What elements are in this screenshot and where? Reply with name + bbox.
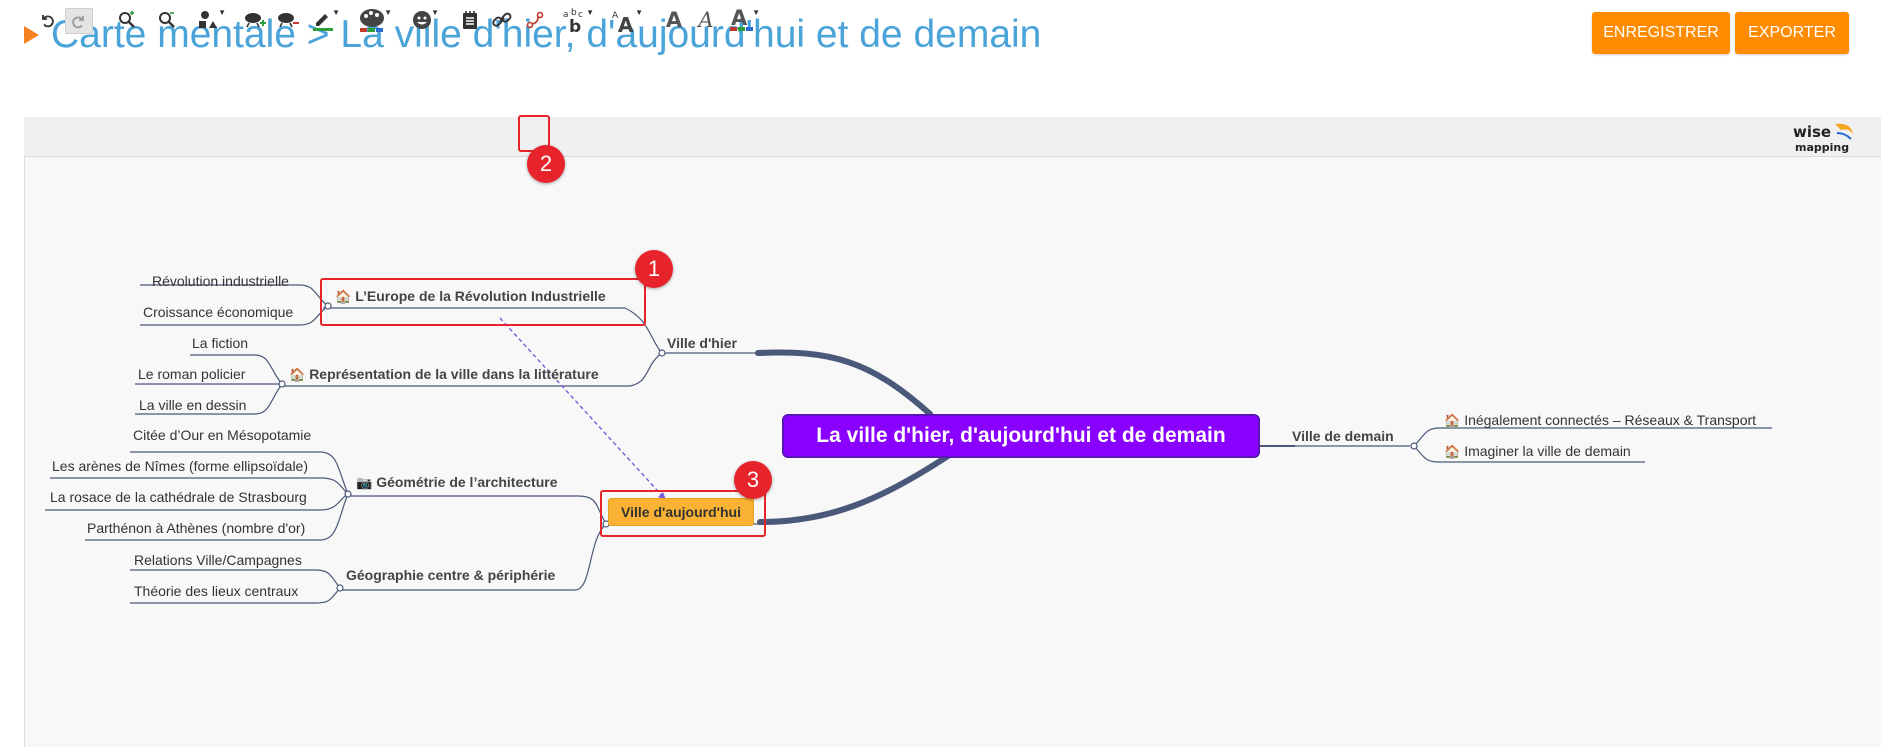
svg-text:b: b [569, 17, 581, 32]
topic-inegalement-connectes[interactable]: 🏠Inégalement connectés – Réseaux & Trans… [1444, 412, 1756, 429]
topic-ville-hier[interactable]: Ville d'hier [667, 335, 737, 351]
topic-ville-dessin[interactable]: La ville en dessin [139, 397, 247, 413]
marker-2: 2 [527, 145, 565, 183]
topic-la-fiction[interactable]: La fiction [192, 335, 249, 351]
note-icon[interactable] [459, 8, 481, 32]
topic-relations-ville-campagnes[interactable]: Relations Ville/Campagnes [134, 552, 302, 568]
house-icon: 🏠 [335, 289, 352, 304]
house-icon: 🏠 [289, 367, 306, 382]
italic-icon[interactable]: A [696, 8, 716, 32]
svg-text:c: c [578, 10, 583, 20]
zoom-in-icon[interactable] [116, 8, 138, 32]
topic-ville-aujourdhui[interactable]: Ville d'aujourd'hui [608, 498, 754, 526]
delete-topic-icon[interactable] [276, 8, 300, 32]
save-button[interactable]: ENREGISTRER [1592, 12, 1730, 54]
wisemapping-logo: wise mapping [1793, 123, 1853, 154]
svg-text:a: a [563, 10, 569, 20]
photo-icon: 📷 [356, 475, 373, 490]
topic-revolution-industrielle[interactable]: Révolution industrielle [152, 273, 289, 289]
topic-imaginer-label: Imaginer la ville de demain [1464, 443, 1631, 459]
bold-icon-label: A [665, 8, 683, 32]
topic-parthenon-athenes[interactable]: Parthénon à Athènes (nombre d'or) [87, 520, 306, 536]
svg-text:A: A [618, 13, 634, 32]
undo-icon[interactable] [36, 8, 58, 32]
logo-text-2: mapping [1795, 141, 1849, 154]
topic-roman-policier[interactable]: Le roman policier [138, 366, 246, 382]
central-topic[interactable]: La ville d'hier, d'aujourd'hui et de dem… [782, 414, 1260, 458]
background-color-icon[interactable]: ▼ [358, 8, 392, 32]
page-title-text: Carte mentale > La ville d'hier, d'aujou… [51, 13, 1042, 56]
highlight-europe-topic [320, 278, 646, 326]
topic-geographie-centre[interactable]: Géographie centre & périphérie [346, 567, 556, 583]
topic-geometrie-label: Géométrie de l’architecture [376, 474, 558, 490]
highlight-ville-aujourdhui [600, 490, 766, 537]
topic-arenes-nimes[interactable]: Les arènes de Nîmes (forme ellipsoïdale) [52, 458, 309, 474]
marker-3: 3 [734, 461, 772, 499]
bold-icon[interactable]: A [664, 8, 684, 32]
font-color-icon[interactable]: A ▼ [730, 7, 760, 31]
topic-europe-revolution[interactable]: 🏠L’Europe de la Révolution Industrielle [335, 288, 606, 305]
house-icon: 🏠 [1444, 444, 1461, 459]
svg-text:A: A [731, 7, 748, 30]
topic-geometrie-architecture[interactable]: 📷Géométrie de l’architecture [356, 474, 557, 491]
topic-representation-litterature[interactable]: 🏠Représentation de la ville dans la litt… [289, 366, 599, 383]
italic-icon-label: A [698, 8, 714, 32]
svg-text:b: b [571, 8, 577, 18]
topic-imaginer-ville-demain[interactable]: 🏠Imaginer la ville de demain [1444, 443, 1631, 460]
export-button[interactable]: EXPORTER [1735, 12, 1849, 54]
shape-icon[interactable]: ▼ [196, 8, 226, 32]
marker-1: 1 [635, 250, 673, 288]
relationship-icon[interactable] [524, 8, 546, 32]
link-icon[interactable] [491, 8, 513, 32]
toolbar [24, 117, 1881, 157]
title-arrow-icon [24, 26, 39, 44]
topic-croissance-economique[interactable]: Croissance économique [143, 304, 294, 320]
house-icon: 🏠 [1444, 413, 1461, 428]
topic-europe-label: L’Europe de la Révolution Industrielle [355, 288, 606, 304]
topic-inegalement-label: Inégalement connectés – Réseaux & Transp… [1464, 412, 1757, 428]
emoji-icon[interactable]: ▼ [409, 8, 439, 32]
page-title: Carte mentale > La ville d'hier, d'aujou… [24, 10, 1041, 60]
logo-text-1: wise [1793, 123, 1831, 141]
add-topic-icon[interactable] [243, 8, 267, 32]
topic-citee-our[interactable]: Citée d’Our en Mésopotamie [133, 427, 312, 443]
svg-text:A: A [612, 11, 619, 21]
zoom-out-icon[interactable] [156, 8, 178, 32]
redo-icon[interactable] [65, 8, 93, 34]
topic-ville-demain[interactable]: Ville de demain [1292, 428, 1394, 444]
topic-rosace-strasbourg[interactable]: La rosace de la cathédrale de Strasbourg [50, 489, 307, 505]
topic-theorie-lieux-centraux[interactable]: Théorie des lieux centraux [134, 583, 299, 599]
topic-litterature-label: Représentation de la ville dans la litté… [309, 366, 599, 382]
border-color-icon[interactable]: ▼ [310, 8, 340, 32]
